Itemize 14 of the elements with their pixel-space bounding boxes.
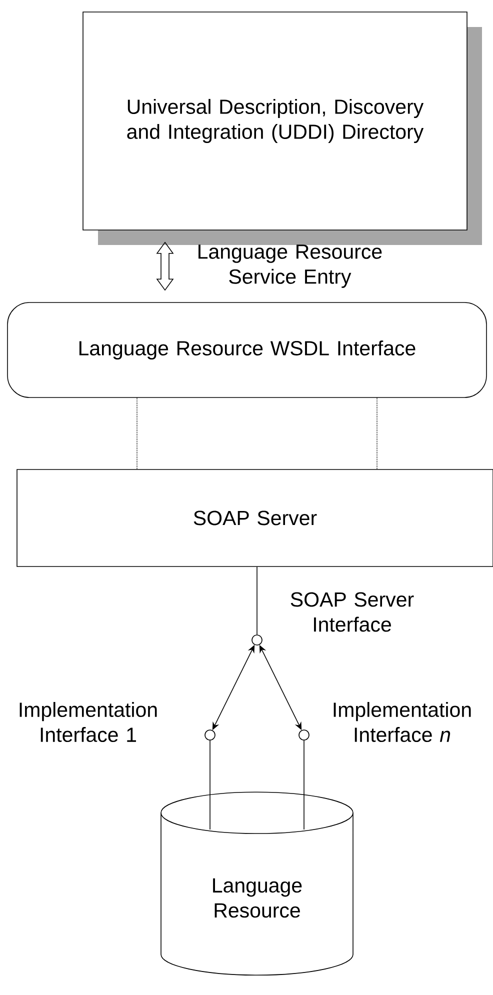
interface-label: Implementation Interface n: [334, 702, 471, 742]
interface-label: Implementation Interface 1: [20, 702, 157, 742]
connector: [256, 566, 258, 635]
connector: [136, 398, 138, 470]
database-cylinder: Language Resource: [160, 792, 354, 976]
interface-circle: [298, 730, 310, 740]
server-box: SOAP Server: [16, 469, 493, 567]
interface-circle: [204, 730, 216, 740]
directory-box: Universal Description, Discovery and Integration (UDDI) Directory: [82, 12, 482, 245]
connector: [376, 398, 378, 470]
interface-circle: [252, 634, 262, 646]
interface-box: Language Resource WSDL Interface: [7, 302, 487, 398]
edge-label: Language Resource Service Entry: [198, 244, 382, 288]
interface-label: SOAP Server Interface: [290, 592, 414, 632]
